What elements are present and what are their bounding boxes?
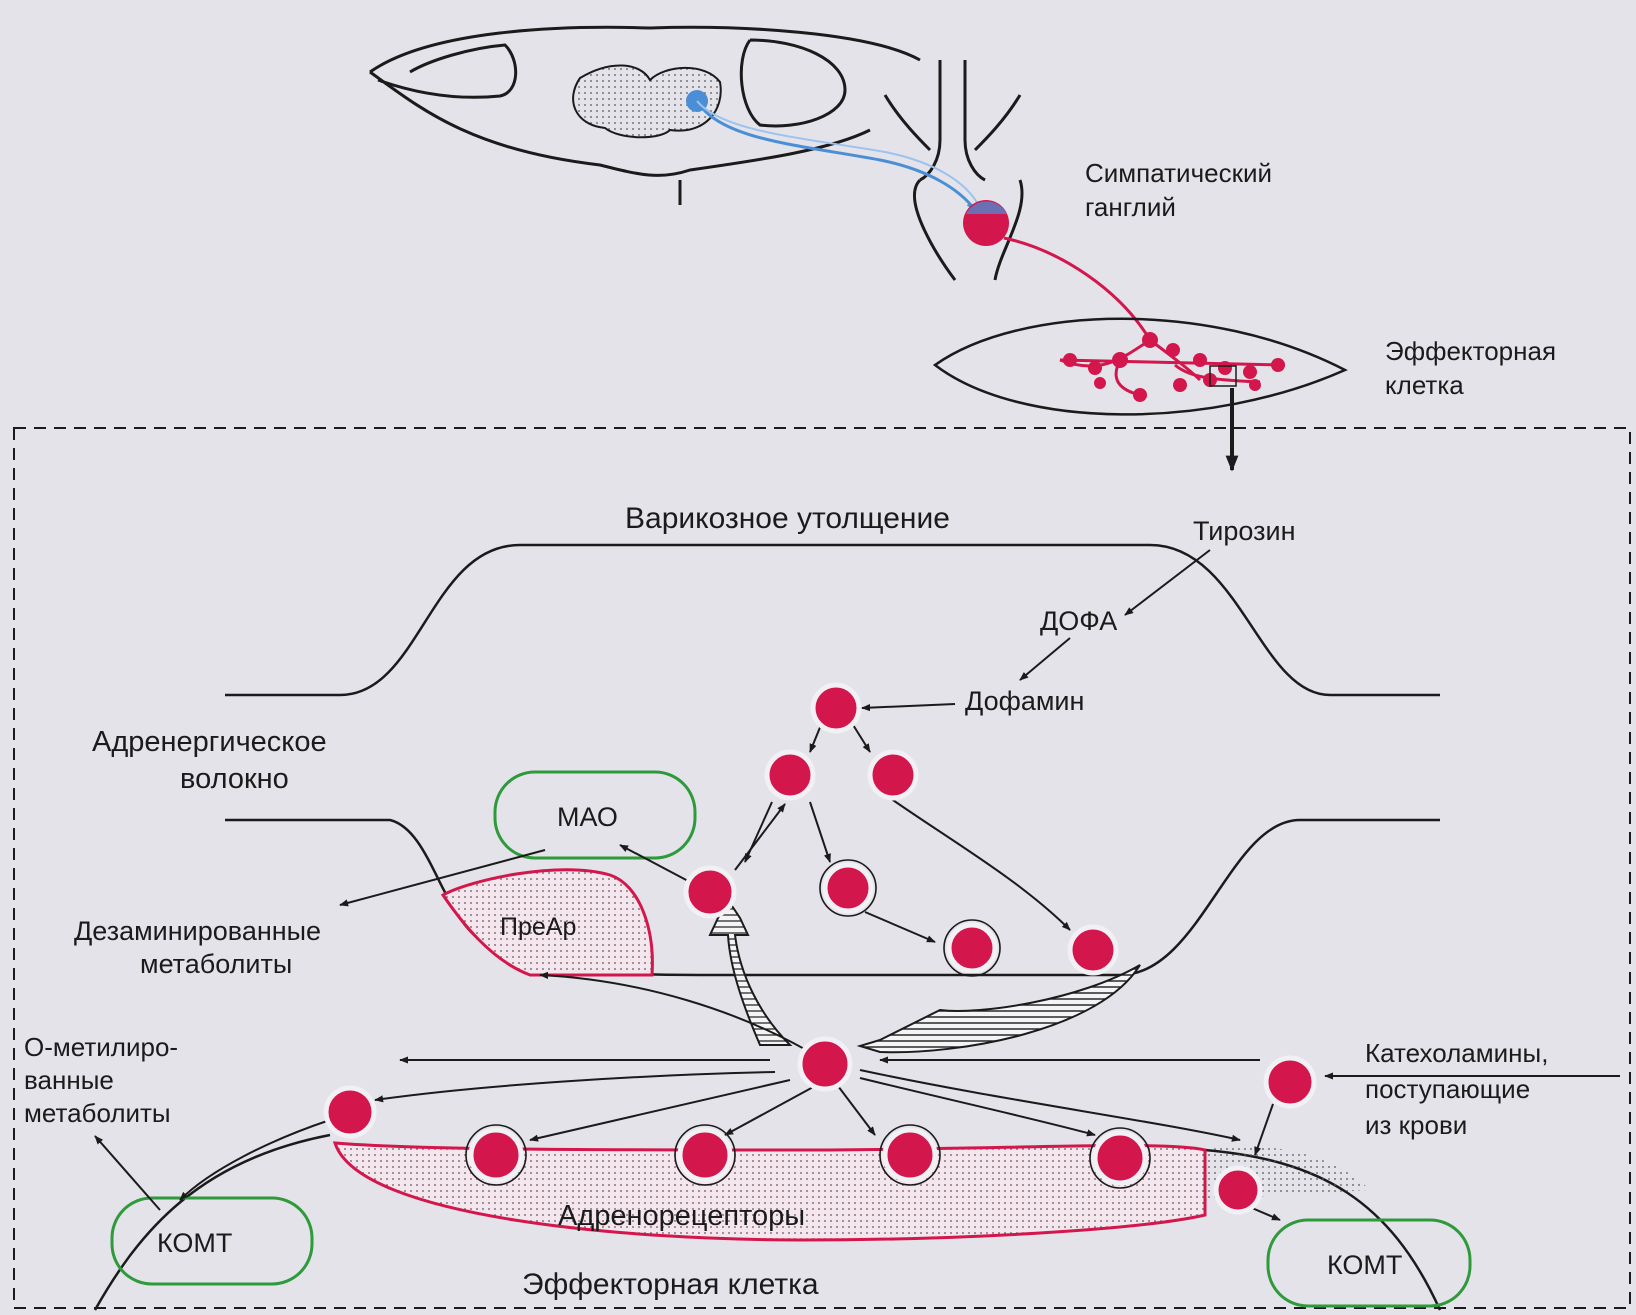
vesicle (870, 752, 916, 798)
vesicle-receptor (1095, 1133, 1145, 1183)
label-adrenergic-fiber: Адренергическое волокно (92, 726, 335, 795)
label-effector-cell-top: Эффекторная клетка (1385, 336, 1563, 400)
vesicle (825, 865, 871, 911)
label-prear: ПреАр (500, 913, 576, 941)
vesicle (1070, 927, 1116, 973)
label-dopa: ДОФА (1040, 606, 1117, 636)
label-comt-left: КОМТ (157, 1228, 232, 1258)
vesicle-blood (1266, 1058, 1314, 1106)
label-varicosity: Варикозное утолщение (625, 502, 950, 535)
label-dopamine: Дофамин (965, 686, 1084, 716)
label-catecholamines: Катехоламины, поступающие из крови (1365, 1038, 1556, 1140)
vesicle-right (1216, 1168, 1260, 1212)
label-comt-right: КОМТ (1327, 1250, 1402, 1280)
ganglion-cell (963, 200, 1009, 246)
vesicle (767, 752, 813, 798)
vesicle-near-mao (686, 868, 734, 916)
vesicle-receptor (885, 1130, 935, 1180)
label-mao: МАО (557, 802, 618, 832)
vesicle-receptor (471, 1130, 521, 1180)
label-effector-cell-bottom: Эффекторная клетка (522, 1268, 819, 1301)
label-o-methylated: О-метилиро- ванные метаболиты (24, 1032, 185, 1128)
vesicle-receptor (680, 1130, 730, 1180)
postganglionic-fiber (1004, 238, 1150, 340)
label-sympathetic-ganglion: Симпатический ганглий (1085, 158, 1279, 222)
varicosity-dots (1063, 332, 1285, 402)
vesicle-dopamine (813, 685, 859, 731)
label-tyrosine: Тирозин (1193, 516, 1296, 546)
vesicles (326, 685, 1314, 1212)
spinal-nerve-roots (885, 60, 1022, 280)
reuptake-arrow-horizontal (860, 965, 1140, 1052)
vesicle (949, 925, 995, 971)
label-adrenoreceptors: Адренорецепторы (558, 1200, 805, 1232)
label-deaminated: Дезаминированные метаболиты (74, 916, 329, 979)
vesicle-left (326, 1088, 374, 1136)
vesicle-release (800, 1039, 850, 1089)
